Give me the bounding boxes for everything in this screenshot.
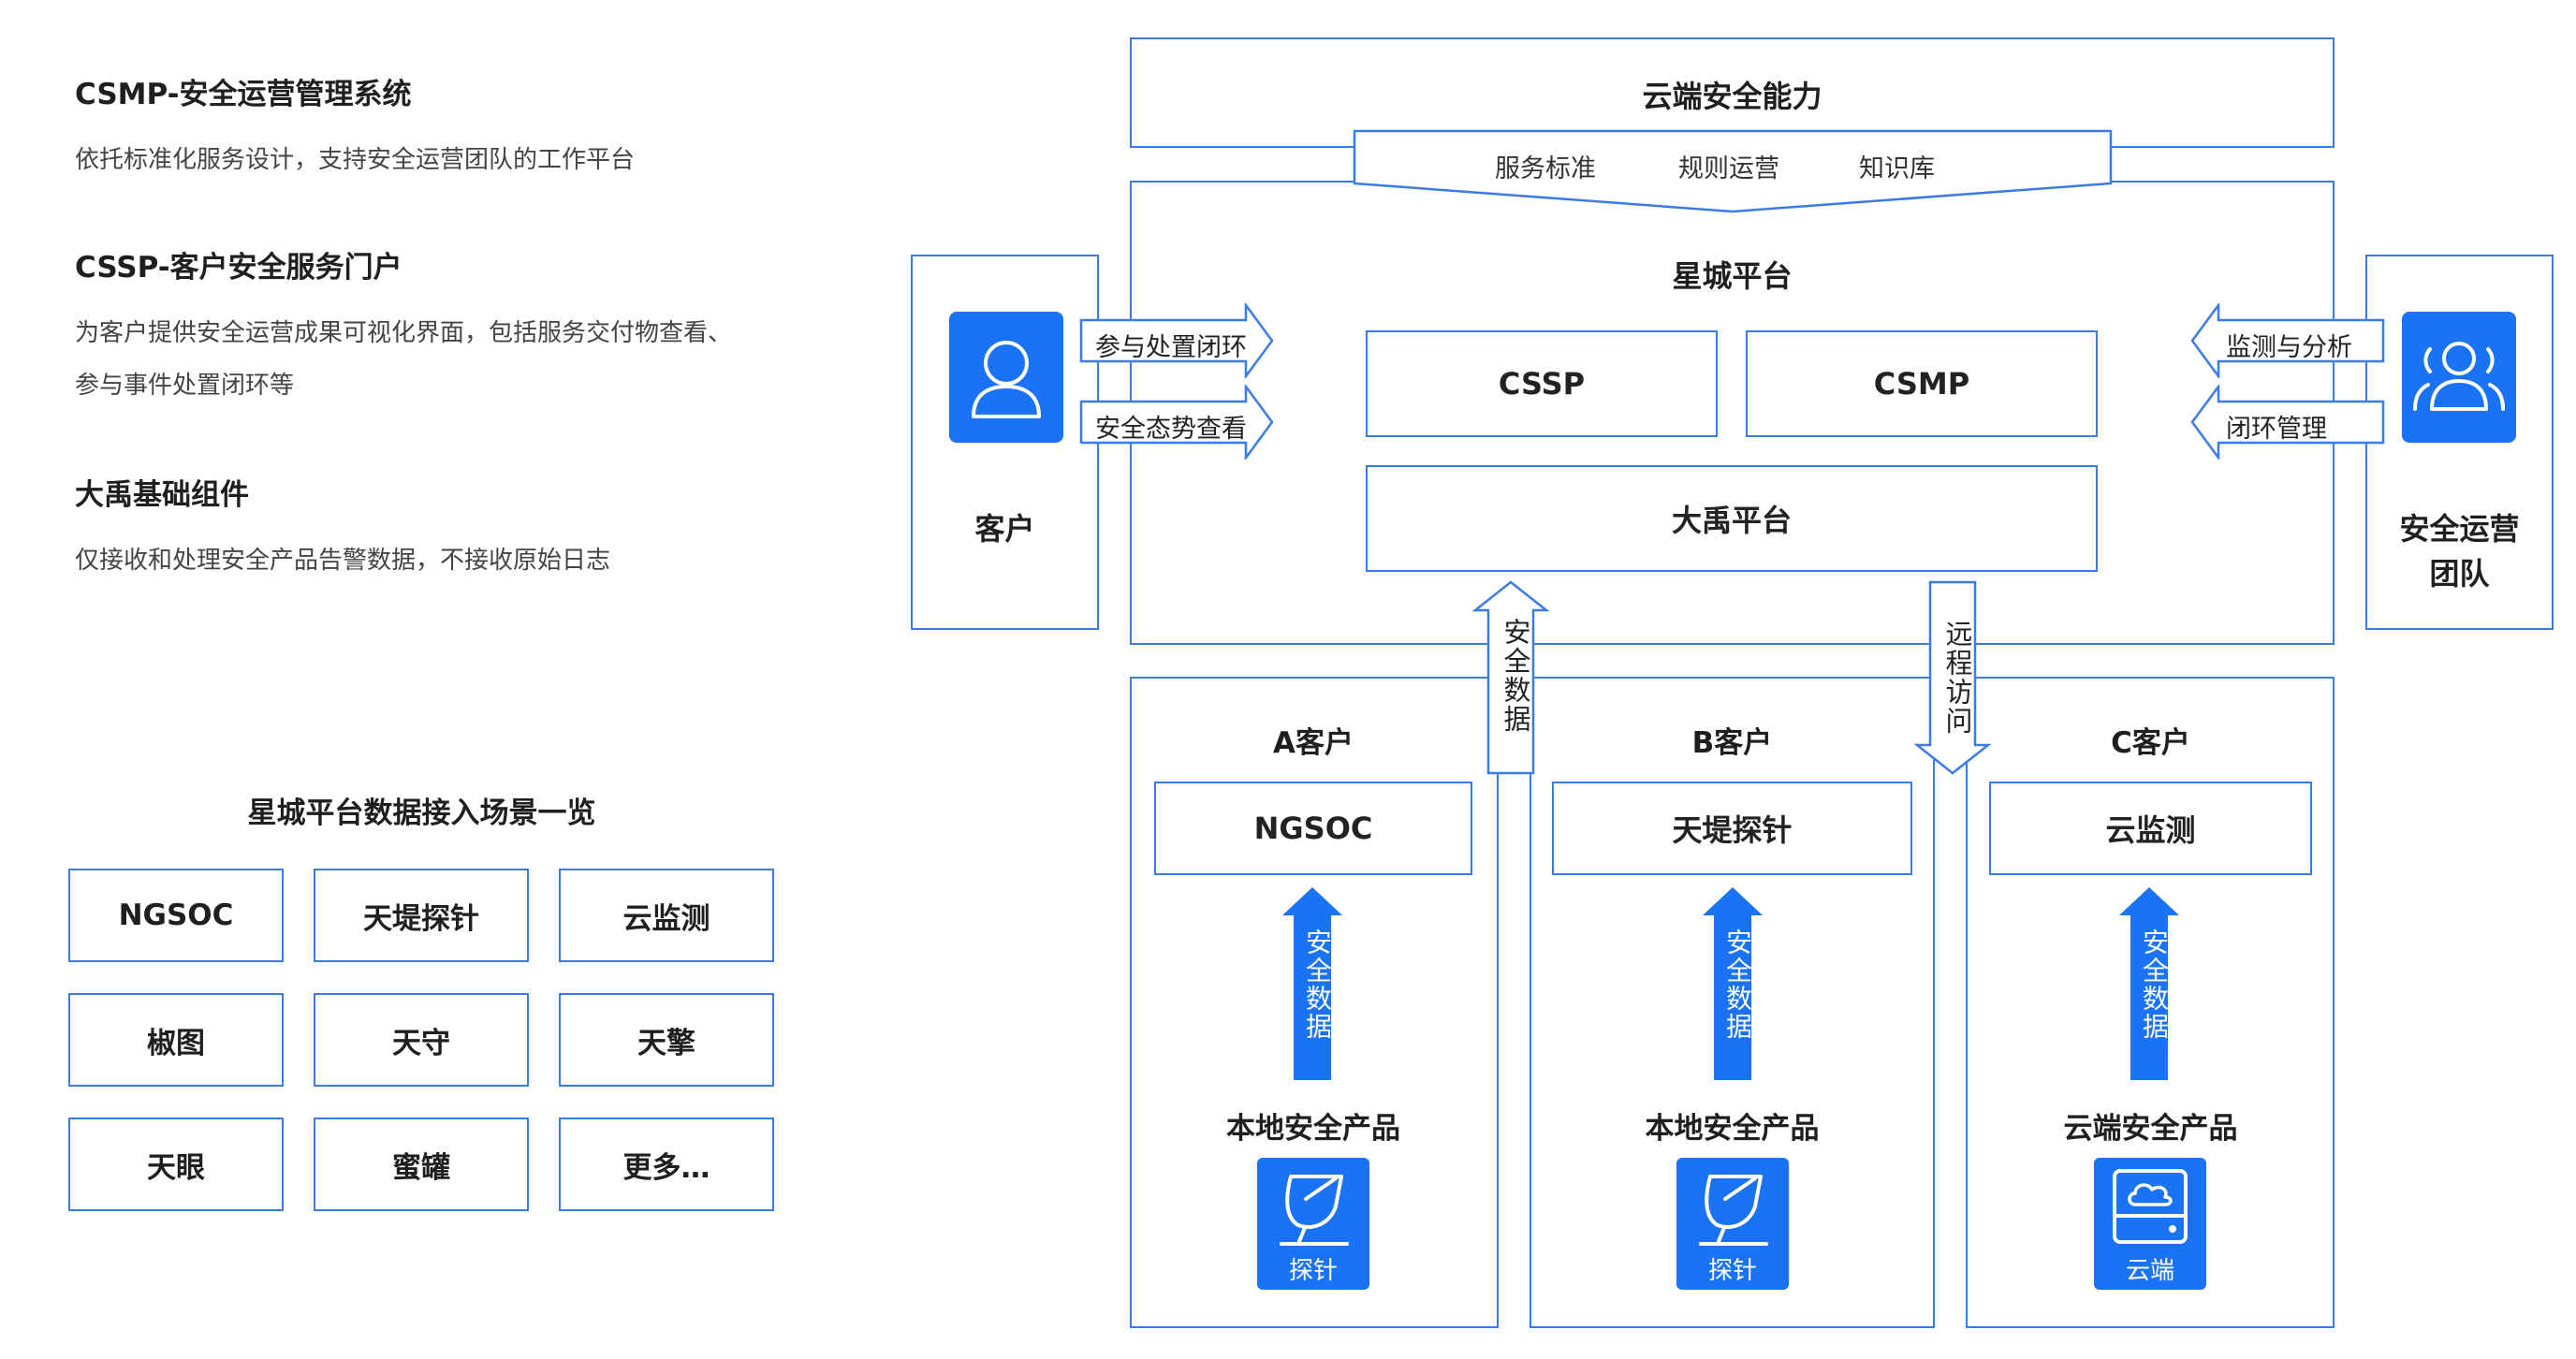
- client-a-product: NGSOC: [1253, 811, 1373, 846]
- client-a-source: 本地安全产品: [1226, 1112, 1400, 1146]
- client-c-cloud-label: 云端: [2125, 1257, 2174, 1285]
- client-b-probe-badge: 探针: [1676, 1158, 1789, 1290]
- user-icon: [972, 341, 1041, 418]
- client-a-data-arrow: [1282, 887, 1342, 1080]
- scenario-item: 更多…: [559, 1118, 774, 1211]
- scenario-item: 天擎: [559, 993, 774, 1087]
- scenario-item: 云监测: [559, 869, 774, 962]
- cloud-server-icon: [2113, 1169, 2188, 1244]
- client-c-name: C客户: [2111, 726, 2190, 760]
- cloud-item-knowledge-base: 知识库: [1859, 154, 1935, 183]
- cloud-item-rule-operation: 规则运营: [1678, 154, 1779, 183]
- client-c-product-box: 云监测: [1989, 782, 2312, 875]
- customer-arrow-2-label: 安全态势查看: [1095, 415, 1247, 444]
- remote-access-down-arrow: [1913, 580, 1992, 775]
- client-a-name: A客户: [1273, 726, 1354, 760]
- team-label-line1: 安全运营: [2399, 511, 2520, 547]
- csmp-box: CSMP: [1746, 330, 2098, 437]
- client-c-data-arrow: [2119, 887, 2179, 1080]
- legend-desc-cssp: 为客户提供安全运营成果可视化界面，包括服务交付物查看、参与事件处置闭环等: [75, 319, 733, 400]
- team-arrow-1: [2190, 303, 2385, 378]
- dayu-box: 大禹平台: [1366, 465, 2098, 572]
- cssp-box: CSSP: [1366, 330, 1718, 437]
- client-a-probe-label: 探针: [1288, 1257, 1338, 1285]
- dayu-label: 大禹平台: [1671, 503, 1792, 538]
- customer-arrow-2: [1079, 385, 1274, 460]
- customer-arrow-1-label: 参与处置闭环: [1095, 333, 1247, 362]
- client-b-data-arrow: [1703, 887, 1763, 1080]
- scenario-item: 天守: [314, 993, 529, 1087]
- cloud-capability-title: 云端安全能力: [1642, 79, 1822, 114]
- team-arrow-2: [2190, 385, 2385, 460]
- client-a-product-box: NGSOC: [1154, 782, 1472, 875]
- customer-avatar: [949, 312, 1063, 443]
- platform-title: 星城平台: [1672, 258, 1793, 294]
- client-b-name: B客户: [1691, 726, 1773, 760]
- scenario-item: 蜜罐: [314, 1118, 529, 1211]
- client-b-probe-label: 探针: [1707, 1257, 1757, 1285]
- remote-access-down-label: 远程访问: [1941, 620, 1973, 736]
- team-arrow-1-label: 监测与分析: [2226, 333, 2352, 362]
- team-label-line2: 团队: [2429, 556, 2490, 592]
- legend-desc-csmp: 依托标准化服务设计，支持安全运营团队的工作平台: [75, 146, 636, 174]
- client-b-source: 本地安全产品: [1645, 1112, 1820, 1146]
- scenario-item: 天堤探针: [314, 869, 529, 962]
- team-icon: [2413, 342, 2505, 411]
- client-b-data-arrow-label: 安全数据: [1722, 928, 1753, 1041]
- legend-title-cssp: CSSP-客户安全服务门户: [75, 251, 402, 285]
- scenario-item: 椒图: [68, 993, 284, 1087]
- scenario-title: 星城平台数据接入场景一览: [247, 796, 596, 830]
- legend-title-dayu: 大禹基础组件: [75, 478, 249, 512]
- client-a-probe-badge: 探针: [1257, 1158, 1369, 1290]
- csmp-label: CSMP: [1873, 366, 1970, 402]
- team-arrow-2-label: 闭环管理: [2226, 415, 2327, 444]
- client-c-source: 云端安全产品: [2063, 1112, 2238, 1146]
- scenario-item: NGSOC: [68, 869, 284, 962]
- cloud-capability-box: 云端安全能力: [1130, 37, 2334, 148]
- customer-arrow-1: [1079, 303, 1274, 378]
- scenario-item: 天眼: [68, 1118, 284, 1211]
- client-c-data-arrow-label: 安全数据: [2139, 928, 2170, 1041]
- client-b-product: 天堤探针: [1672, 812, 1793, 848]
- cloud-item-service-standard: 服务标准: [1495, 154, 1596, 183]
- legend-title-csmp: CSMP-安全运营管理系统: [75, 78, 412, 111]
- team-avatar: [2402, 312, 2516, 443]
- client-c-cloud-badge: 云端: [2094, 1158, 2206, 1290]
- cloud-banner-arrow: [1353, 129, 2113, 213]
- customer-label: 客户: [974, 511, 1035, 547]
- cssp-label: CSSP: [1498, 366, 1586, 402]
- client-a-data-arrow-label: 安全数据: [1302, 928, 1333, 1041]
- client-b-product-box: 天堤探针: [1552, 782, 1912, 875]
- platform-box: [1130, 181, 2334, 645]
- probe-icon: [1699, 1175, 1768, 1246]
- probe-icon: [1280, 1175, 1349, 1246]
- legend-desc-dayu: 仅接收和处理安全产品告警数据，不接收原始日志: [75, 547, 611, 575]
- client-c-product: 云监测: [2105, 812, 2196, 848]
- security-data-up-label: 安全数据: [1500, 618, 1531, 734]
- security-data-up-arrow: [1471, 580, 1550, 775]
